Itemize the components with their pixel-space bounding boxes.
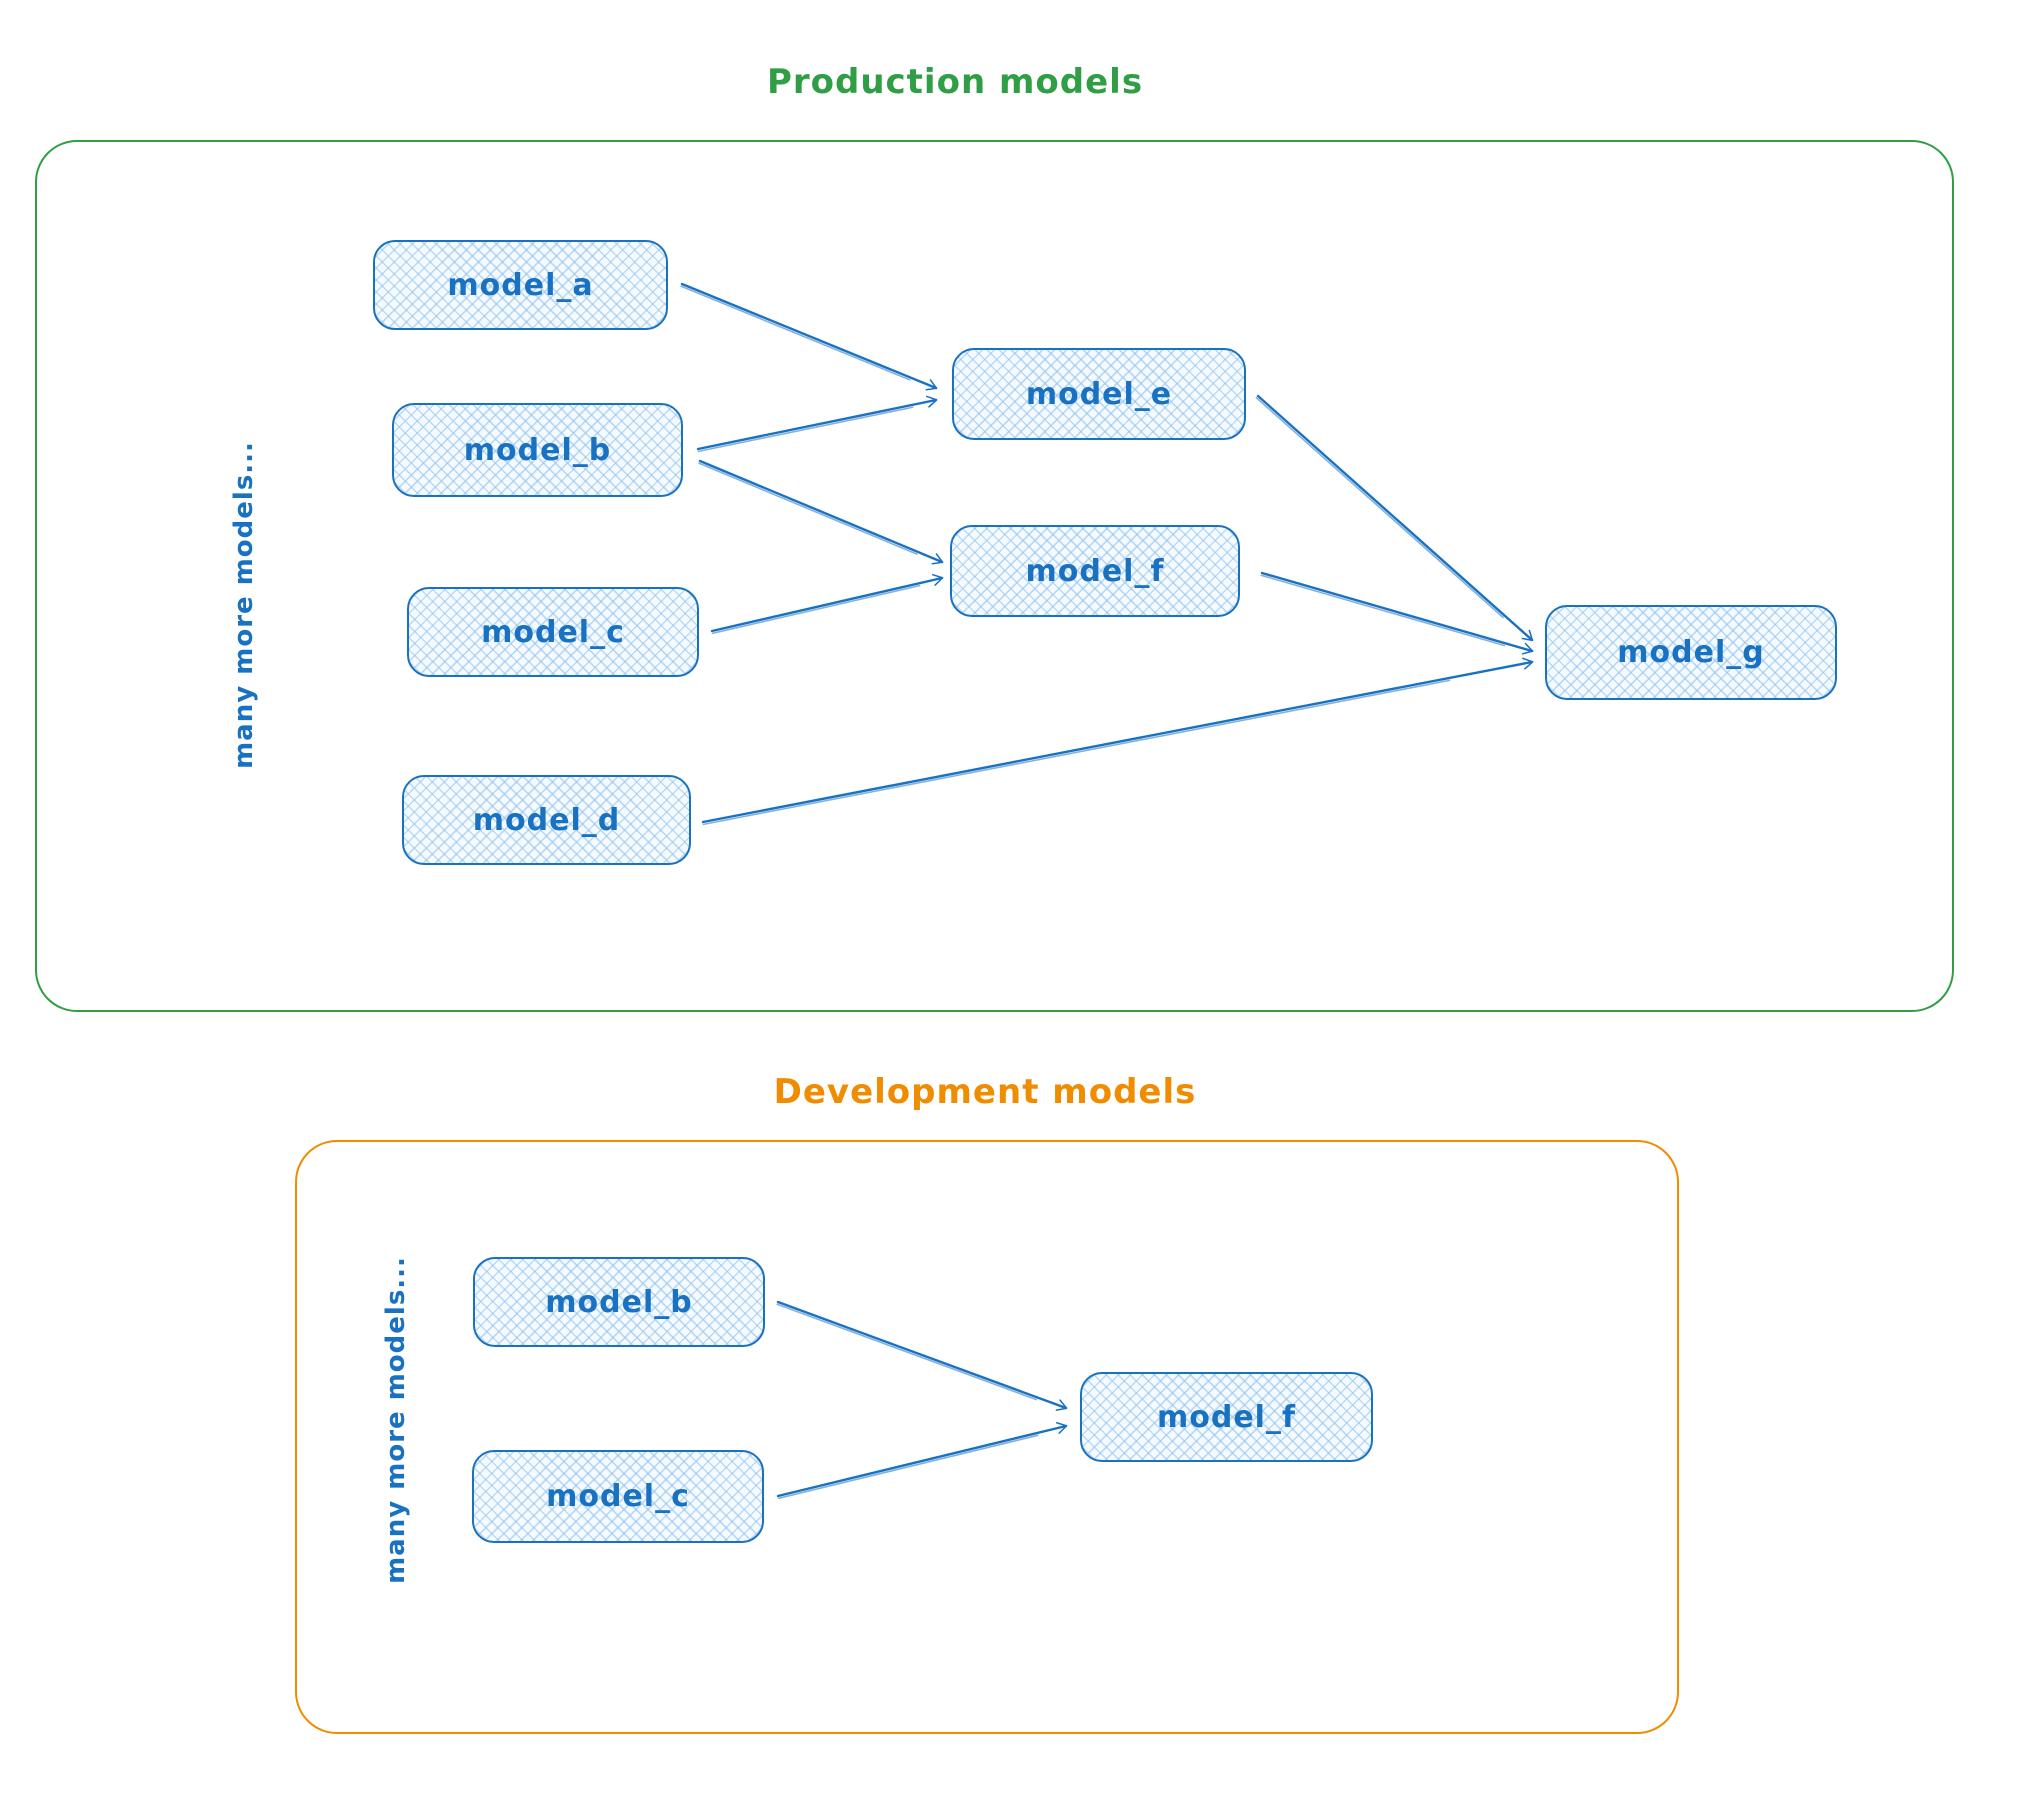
node-label: model_c xyxy=(481,614,625,650)
node-label: model_b xyxy=(463,432,612,468)
node-model_a: model_a xyxy=(373,240,668,330)
node-model_b_dev: model_b xyxy=(473,1257,765,1347)
node-model_g: model_g xyxy=(1545,605,1837,700)
node-label: model_b xyxy=(545,1284,693,1320)
node-model_f_dev: model_f xyxy=(1080,1372,1373,1462)
production-group-box xyxy=(35,140,1954,1012)
node-model_f: model_f xyxy=(950,525,1240,617)
node-label: model_e xyxy=(1025,376,1173,412)
node-model_c_dev: model_c xyxy=(472,1450,764,1543)
node-model_d: model_d xyxy=(402,775,691,865)
node-label: model_f xyxy=(1025,553,1165,589)
production-side-label: many more models... xyxy=(229,441,259,769)
node-model_b: model_b xyxy=(392,403,683,497)
node-model_c: model_c xyxy=(407,587,699,677)
node-label: model_g xyxy=(1617,635,1765,670)
development-title: Development models xyxy=(773,1072,1197,1112)
node-model_e: model_e xyxy=(952,348,1246,440)
node-label: model_d xyxy=(472,802,621,838)
node-label: model_a xyxy=(447,267,594,303)
node-label: model_c xyxy=(546,1479,690,1514)
development-group-box xyxy=(295,1140,1679,1734)
development-side-label: many more models... xyxy=(381,1256,411,1584)
production-title: Production models xyxy=(766,62,1144,102)
node-label: model_f xyxy=(1156,1399,1297,1435)
